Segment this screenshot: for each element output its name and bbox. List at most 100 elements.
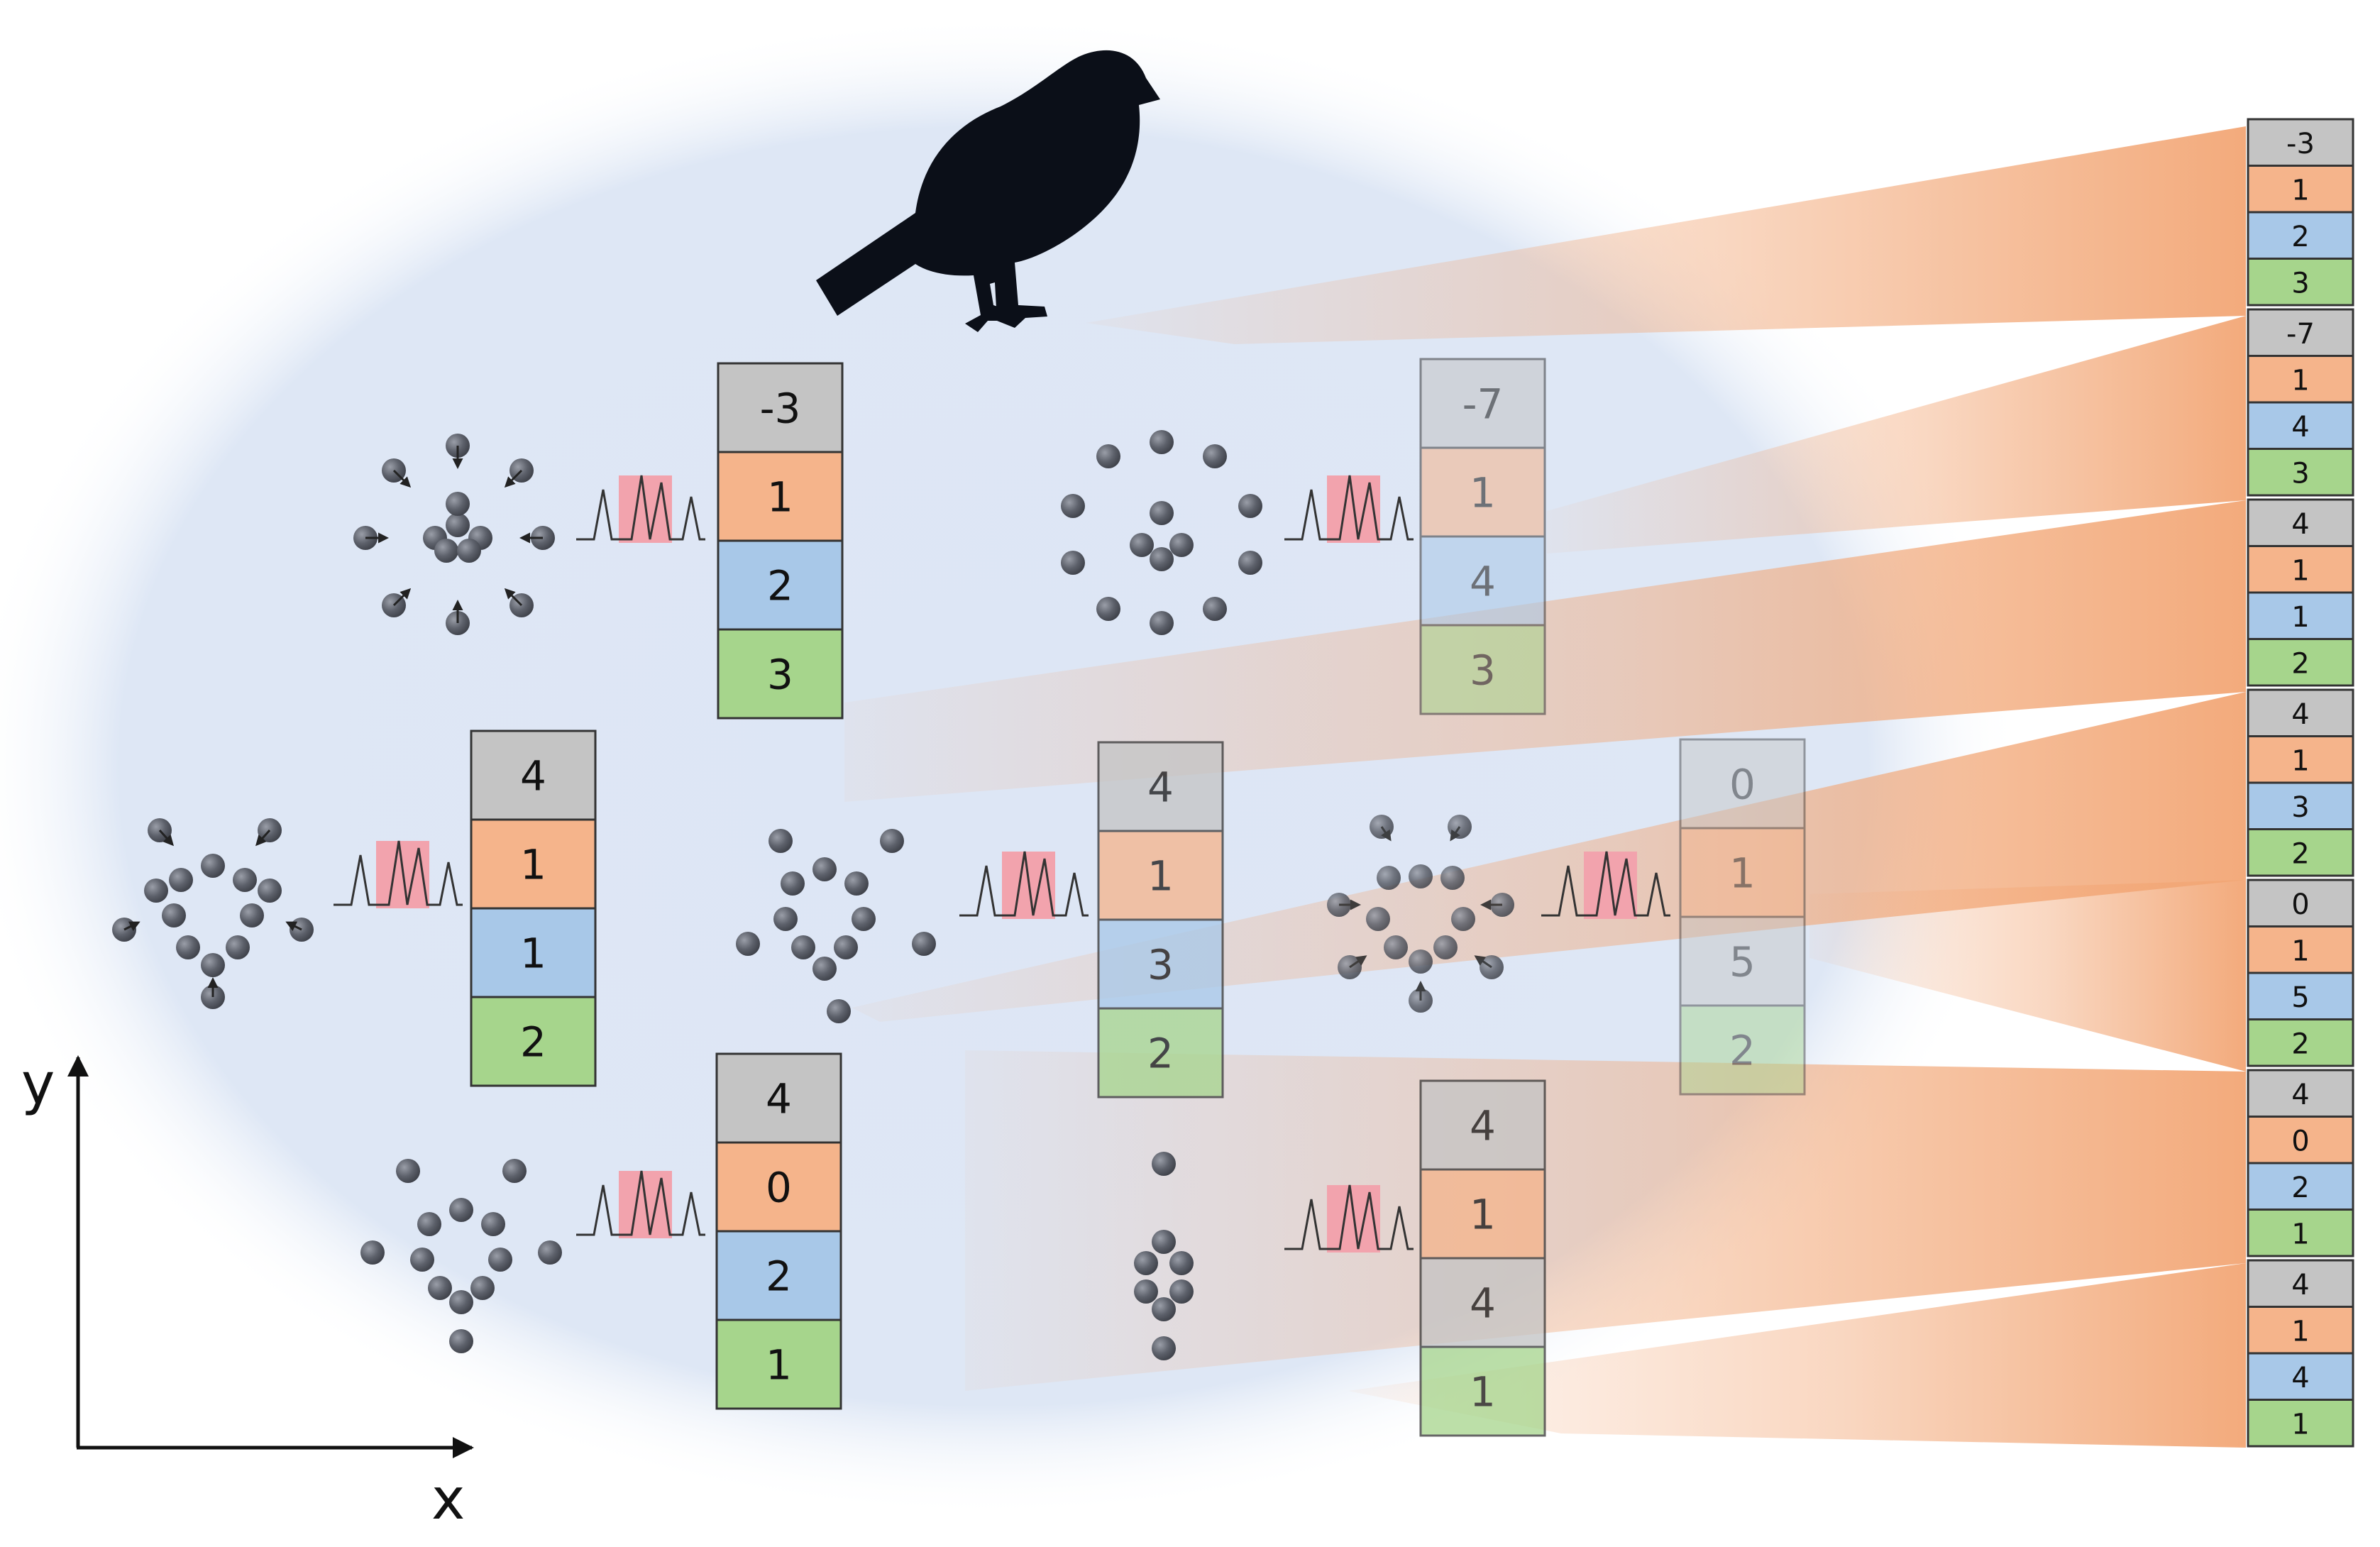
vector-cell-value: -3 (760, 384, 801, 432)
vector-cell (1097, 830, 1224, 921)
vector-cell-value: 3 (767, 650, 793, 698)
archive-cell (2247, 688, 2354, 737)
atom-sphere (201, 953, 225, 977)
vector-cell (1419, 358, 1546, 449)
structure-B (1061, 430, 1262, 635)
vector-cell-value: 1 (1470, 1367, 1496, 1416)
atom-sphere (449, 1290, 473, 1314)
atom-sphere (768, 829, 793, 853)
archive-cell-value: 1 (2291, 174, 2309, 207)
archive-cell-value: 4 (2291, 508, 2309, 541)
archive-cell (2247, 638, 2354, 687)
archive-cell (2247, 879, 2354, 927)
atom-sphere (1150, 547, 1174, 571)
vector-cell (1097, 1007, 1224, 1099)
atom-sphere (1152, 1297, 1176, 1321)
archive-cell-value: 1 (2291, 1218, 2309, 1250)
beam-G (1348, 1263, 2246, 1448)
spectrum-2 (1284, 475, 1414, 543)
x-axis-label: x (431, 1466, 465, 1532)
map-vector-A: -3 1 2 3 (717, 362, 844, 720)
vector-cell (470, 907, 597, 998)
vector-cell (1679, 1004, 1806, 1096)
atom-sphere (827, 999, 851, 1023)
atom-sphere (781, 871, 805, 896)
spectrum-line (1284, 475, 1414, 541)
spectrum-line (959, 851, 1089, 917)
structure-F (360, 1159, 562, 1353)
atom-sphere (428, 1276, 452, 1300)
vector-cell (1097, 918, 1224, 1010)
structure-E (1327, 815, 1514, 1013)
displacement-arrow (285, 921, 302, 932)
beam-A (1086, 126, 2246, 344)
atom-sphere (1384, 935, 1408, 959)
displacement-arrow (392, 588, 412, 607)
structure-D (736, 829, 936, 1023)
atom-sphere (240, 903, 264, 927)
vector-cell (1419, 1079, 1546, 1171)
archive-cell (2247, 1306, 2354, 1355)
atom-sphere (791, 935, 815, 959)
archive-cell-value: -3 (2286, 128, 2315, 160)
displacement-arrow (1380, 826, 1392, 842)
atom-sphere (169, 868, 193, 892)
atom-sphere (502, 1159, 527, 1183)
y-axis-label: y (21, 1051, 55, 1117)
archive-cell (2247, 448, 2354, 497)
atom-sphere (773, 907, 798, 931)
archive-cell-value: 1 (2291, 1408, 2309, 1441)
archive-cell (2247, 118, 2354, 167)
vector-cell (1679, 827, 1806, 918)
archive-cell (2247, 401, 2354, 450)
archive-cell (2247, 735, 2354, 784)
spectrum-line (1284, 1184, 1414, 1250)
archive-cell-value: 4 (2291, 1269, 2309, 1301)
vector-cell (1419, 1168, 1546, 1260)
atom-sphere (1150, 501, 1174, 525)
atom-sphere (852, 907, 876, 931)
atom-sphere (1096, 444, 1120, 468)
beam-B (1547, 316, 2246, 554)
vector-cell (717, 451, 844, 542)
archive-cell (2247, 1209, 2354, 1257)
vector-cell (715, 1052, 842, 1144)
archive-cell (2247, 1399, 2354, 1448)
archive-cell-value: 1 (2291, 364, 2309, 397)
spectrum-1 (576, 475, 705, 543)
atom-sphere (538, 1240, 562, 1265)
atom-sphere (1203, 597, 1227, 621)
archive-cell-value: -7 (2286, 318, 2315, 351)
archive-cell-value: 2 (2291, 1028, 2309, 1060)
vector-cell-value: 2 (767, 561, 793, 610)
vector-cell-value: 1 (767, 473, 793, 521)
archive-cell (2247, 1352, 2354, 1401)
archive-cell-value: 5 (2291, 981, 2309, 1014)
vector-cell (470, 730, 597, 821)
displacement-arrow (158, 829, 175, 847)
archive-cell-value: 0 (2291, 888, 2309, 921)
atom-sphere (1169, 533, 1194, 557)
vector-cell (715, 1318, 842, 1410)
archive-cell (2247, 545, 2354, 594)
archive-cell-value: 1 (2291, 601, 2309, 634)
displacement-arrow (504, 588, 523, 607)
beam-E (1809, 880, 2246, 1072)
vector-cell-value: 0 (766, 1163, 792, 1211)
structure-A (353, 434, 555, 635)
atom-sphere (1377, 866, 1401, 890)
archive-cell (2247, 1116, 2354, 1165)
archive-cell-value: 2 (2291, 221, 2309, 253)
vector-cell-value: 2 (520, 1018, 546, 1066)
vector-cell (470, 996, 597, 1087)
